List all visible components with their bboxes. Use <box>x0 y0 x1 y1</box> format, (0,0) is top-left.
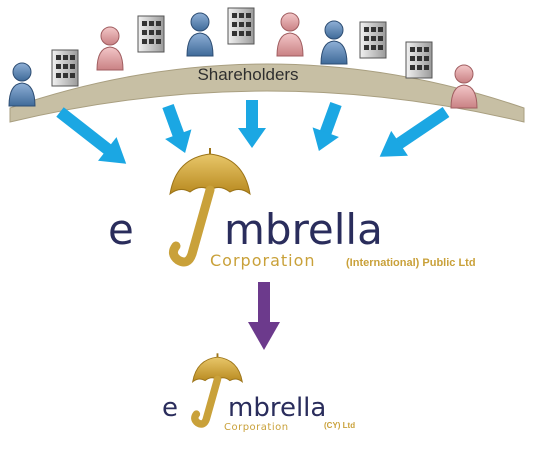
subsidiary-brand-name: mbrella <box>228 393 326 423</box>
subsidiary-corporation-label: Corporation <box>224 422 289 433</box>
umbrella-icon <box>191 353 243 428</box>
subsidiary-company-logo: e mbrella Corporation (CY) Ltd <box>162 353 355 433</box>
arrow-3 <box>238 100 266 148</box>
ownership-arrow <box>248 282 280 350</box>
building-icon <box>51 49 79 87</box>
shareholders-arc <box>9 63 525 123</box>
person-icon <box>8 62 36 107</box>
arrow-2 <box>162 103 192 153</box>
subsidiary-brand-prefix: e <box>162 393 178 423</box>
building-icon <box>137 15 165 53</box>
shareholder-arrows <box>56 100 450 164</box>
shareholder-icons <box>8 7 478 109</box>
person-icon <box>320 20 348 65</box>
parent-brand-prefix: e <box>108 205 134 254</box>
building-icon <box>359 21 387 59</box>
person-icon <box>276 12 304 57</box>
person-icon <box>96 26 124 71</box>
shareholders-label: Shareholders <box>197 65 298 84</box>
arrow-4 <box>312 101 342 151</box>
parent-brand-name: mbrella <box>224 205 383 254</box>
subsidiary-suffix: (CY) Ltd <box>324 421 355 430</box>
person-icon <box>186 12 214 57</box>
parent-company-logo: e mbrella Corporation (International) Pu… <box>108 148 476 270</box>
building-icon <box>405 41 433 79</box>
arrow-5 <box>379 107 450 157</box>
parent-corporation-label: Corporation <box>210 251 316 270</box>
building-icon <box>227 7 255 45</box>
person-icon <box>450 64 478 109</box>
parent-suffix: (International) Public Ltd <box>346 257 476 269</box>
arrow-1 <box>56 107 127 164</box>
umbrella-icon <box>168 148 251 267</box>
